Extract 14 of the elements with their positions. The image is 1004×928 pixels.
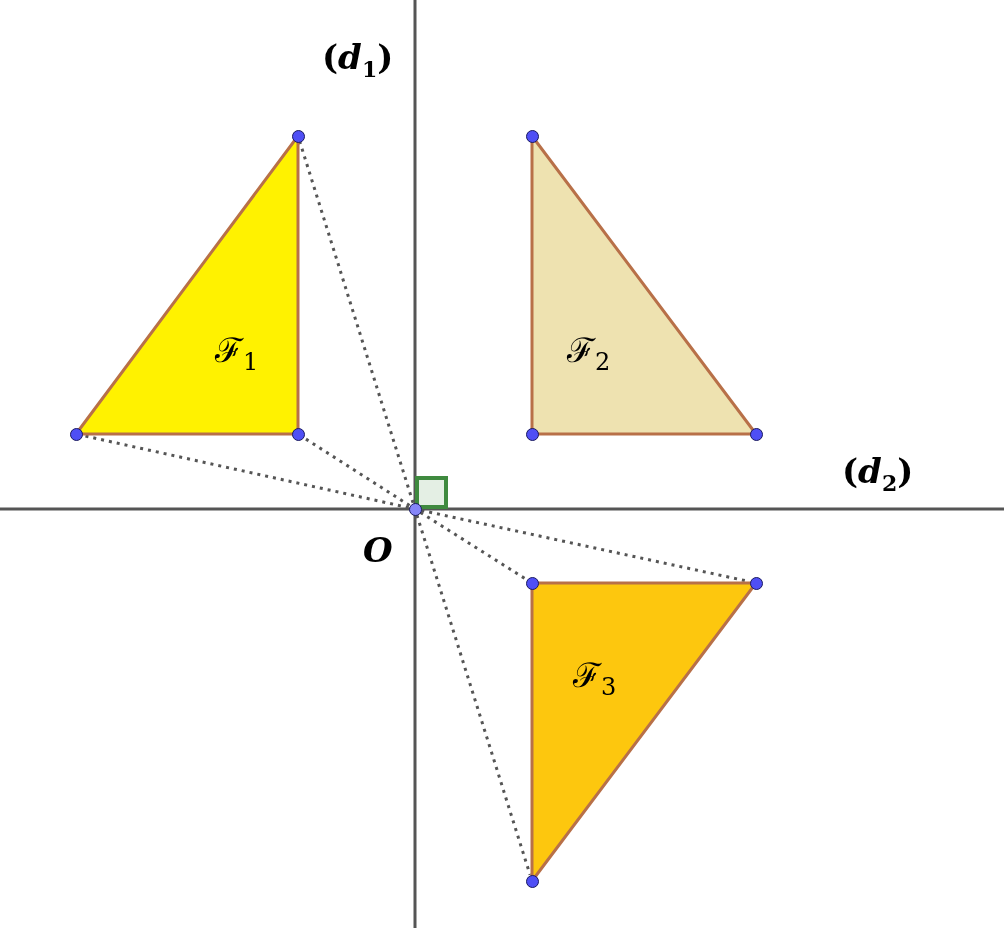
figure-label: ℱ$_{3}$ bbox=[573, 658, 617, 699]
dotted-line bbox=[419, 511, 528, 581]
point bbox=[291, 129, 305, 143]
dotted-line bbox=[302, 436, 411, 507]
point bbox=[525, 576, 539, 590]
point bbox=[525, 129, 539, 143]
axis-label: (d$_{1}$) bbox=[322, 40, 394, 80]
figure-label: ℱ$_{1}$ bbox=[215, 333, 259, 374]
figure-label: ℱ$_{2}$ bbox=[567, 333, 611, 374]
point-label: O bbox=[363, 533, 393, 567]
dotted-line bbox=[298, 141, 415, 504]
point bbox=[69, 427, 83, 441]
dotted-line bbox=[415, 514, 532, 876]
axis-label: (d$_{2}$) bbox=[842, 454, 914, 494]
